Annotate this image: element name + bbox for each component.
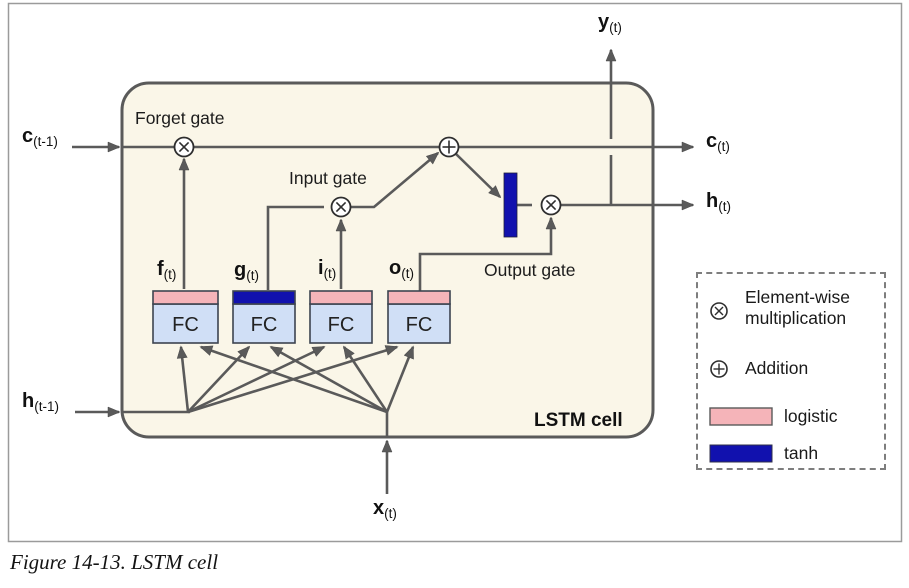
signal-lines (72, 50, 693, 494)
tanh-bar (503, 172, 518, 238)
fan-x-to-i (342, 347, 389, 413)
fan-x-to-f (201, 347, 388, 414)
o-feed-arrow (418, 218, 551, 291)
fan-h-to-i (187, 345, 324, 414)
fc-label-g: FC (251, 314, 278, 336)
fc-box-f (152, 303, 219, 344)
fc-strip-g-tanh (232, 290, 296, 305)
fc-box-g (232, 303, 296, 344)
output-multiply-icon (540, 194, 562, 216)
add-icon (438, 136, 460, 158)
gate-operators (173, 136, 562, 218)
fan-h-to-g (187, 347, 249, 413)
fc-strip-o-logistic (387, 290, 451, 305)
fc-label-o: FC (406, 314, 433, 336)
fc-boxes (152, 290, 451, 344)
fc-labels: FC FC FC FC (172, 314, 432, 336)
g-feed-line (266, 205, 324, 290)
fc-strip-f-logistic (152, 290, 219, 305)
fc-strip-i-logistic (309, 290, 373, 305)
fc-label-i: FC (328, 314, 355, 336)
fc-label-f: FC (172, 314, 199, 336)
input-multiply-icon (330, 196, 352, 218)
fan-h-to-f (181, 347, 190, 413)
forget-multiply-icon (173, 136, 195, 158)
fan-x-to-g (271, 345, 388, 414)
lstm-cell-outline (120, 81, 655, 439)
inputgate-to-add-arrow (350, 153, 438, 209)
fc-box-i (309, 303, 373, 344)
fan-x-to-o (385, 347, 415, 413)
add-to-tanh-arrow (455, 153, 500, 197)
